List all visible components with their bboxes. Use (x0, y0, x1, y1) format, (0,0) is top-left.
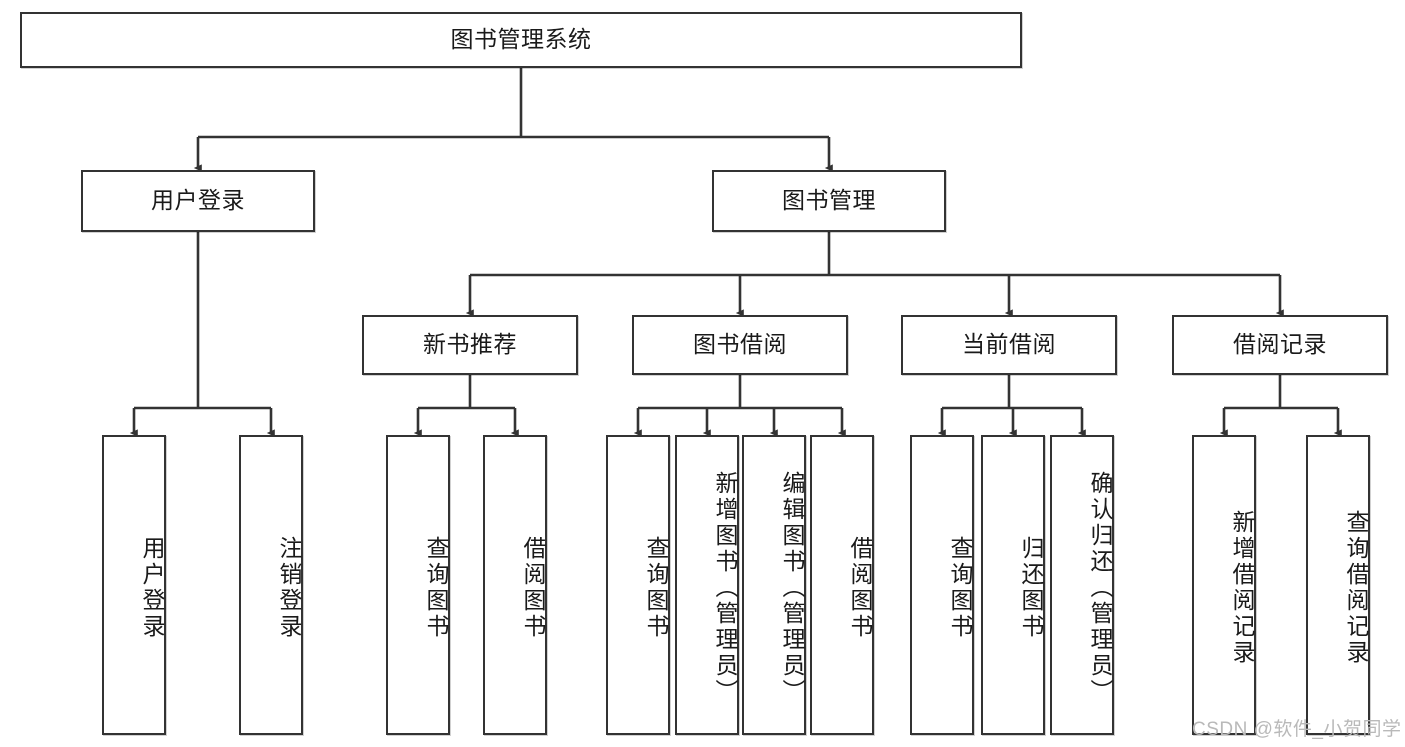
node-borrow_record[interactable]: 借阅记录 (1172, 315, 1388, 375)
node-label-book_manage: 图书管理 (782, 187, 876, 214)
node-new_book_rec[interactable]: 新书推荐 (362, 315, 578, 375)
watermark-label: CSDN @软件_小贺同学 (1192, 719, 1402, 740)
node-book_borrow[interactable]: 图书借阅 (632, 315, 848, 375)
node-label-leaf_query_book_1: 查询图书 (423, 536, 449, 640)
node-label-leaf_user_login: 用户登录 (139, 536, 165, 640)
node-label-leaf_query_book_3: 查询图书 (947, 536, 973, 640)
node-leaf_add_book[interactable]: 新增图书（管理员） (675, 435, 739, 735)
node-current_borrow[interactable]: 当前借阅 (901, 315, 1117, 375)
node-label-leaf_borrow_book_2: 借阅图书 (847, 536, 873, 640)
node-leaf_add_record[interactable]: 新增借阅记录 (1192, 435, 1256, 735)
node-label-leaf_logout: 注销登录 (276, 536, 302, 640)
node-label-book_borrow: 图书借阅 (693, 331, 787, 358)
node-label-user_login: 用户登录 (151, 187, 245, 214)
node-leaf_query_book_2[interactable]: 查询图书 (606, 435, 670, 735)
node-leaf_user_login[interactable]: 用户登录 (102, 435, 166, 735)
node-leaf_borrow_book_1[interactable]: 借阅图书 (483, 435, 547, 735)
node-user_login[interactable]: 用户登录 (81, 170, 315, 232)
node-leaf_confirm_return[interactable]: 确认归还（管理员） (1050, 435, 1114, 735)
node-leaf_query_book_1[interactable]: 查询图书 (386, 435, 450, 735)
node-label-leaf_borrow_book_1: 借阅图书 (520, 536, 546, 640)
node-label-leaf_query_book_2: 查询图书 (643, 536, 669, 640)
node-leaf_edit_book[interactable]: 编辑图书（管理员） (742, 435, 806, 735)
node-book_manage[interactable]: 图书管理 (712, 170, 946, 232)
node-label-current_borrow: 当前借阅 (962, 331, 1056, 358)
node-leaf_borrow_book_2[interactable]: 借阅图书 (810, 435, 874, 735)
node-leaf_query_record[interactable]: 查询借阅记录 (1306, 435, 1370, 735)
node-label-leaf_add_book: 新增图书（管理员） (712, 471, 738, 705)
node-label-leaf_confirm_return: 确认归还（管理员） (1087, 471, 1113, 705)
node-label-root: 图书管理系统 (450, 26, 592, 53)
node-leaf_query_book_3[interactable]: 查询图书 (910, 435, 974, 735)
node-label-leaf_return_book: 归还图书 (1018, 536, 1044, 640)
edge-group (129, 68, 1342, 437)
node-leaf_logout[interactable]: 注销登录 (239, 435, 303, 735)
node-root[interactable]: 图书管理系统 (20, 12, 1022, 68)
node-label-leaf_query_record: 查询借阅记录 (1343, 510, 1369, 666)
node-label-borrow_record: 借阅记录 (1233, 331, 1327, 358)
node-label-new_book_rec: 新书推荐 (423, 331, 517, 358)
node-label-leaf_edit_book: 编辑图书（管理员） (779, 471, 805, 705)
node-leaf_return_book[interactable]: 归还图书 (981, 435, 1045, 735)
node-label-leaf_add_record: 新增借阅记录 (1229, 510, 1255, 666)
